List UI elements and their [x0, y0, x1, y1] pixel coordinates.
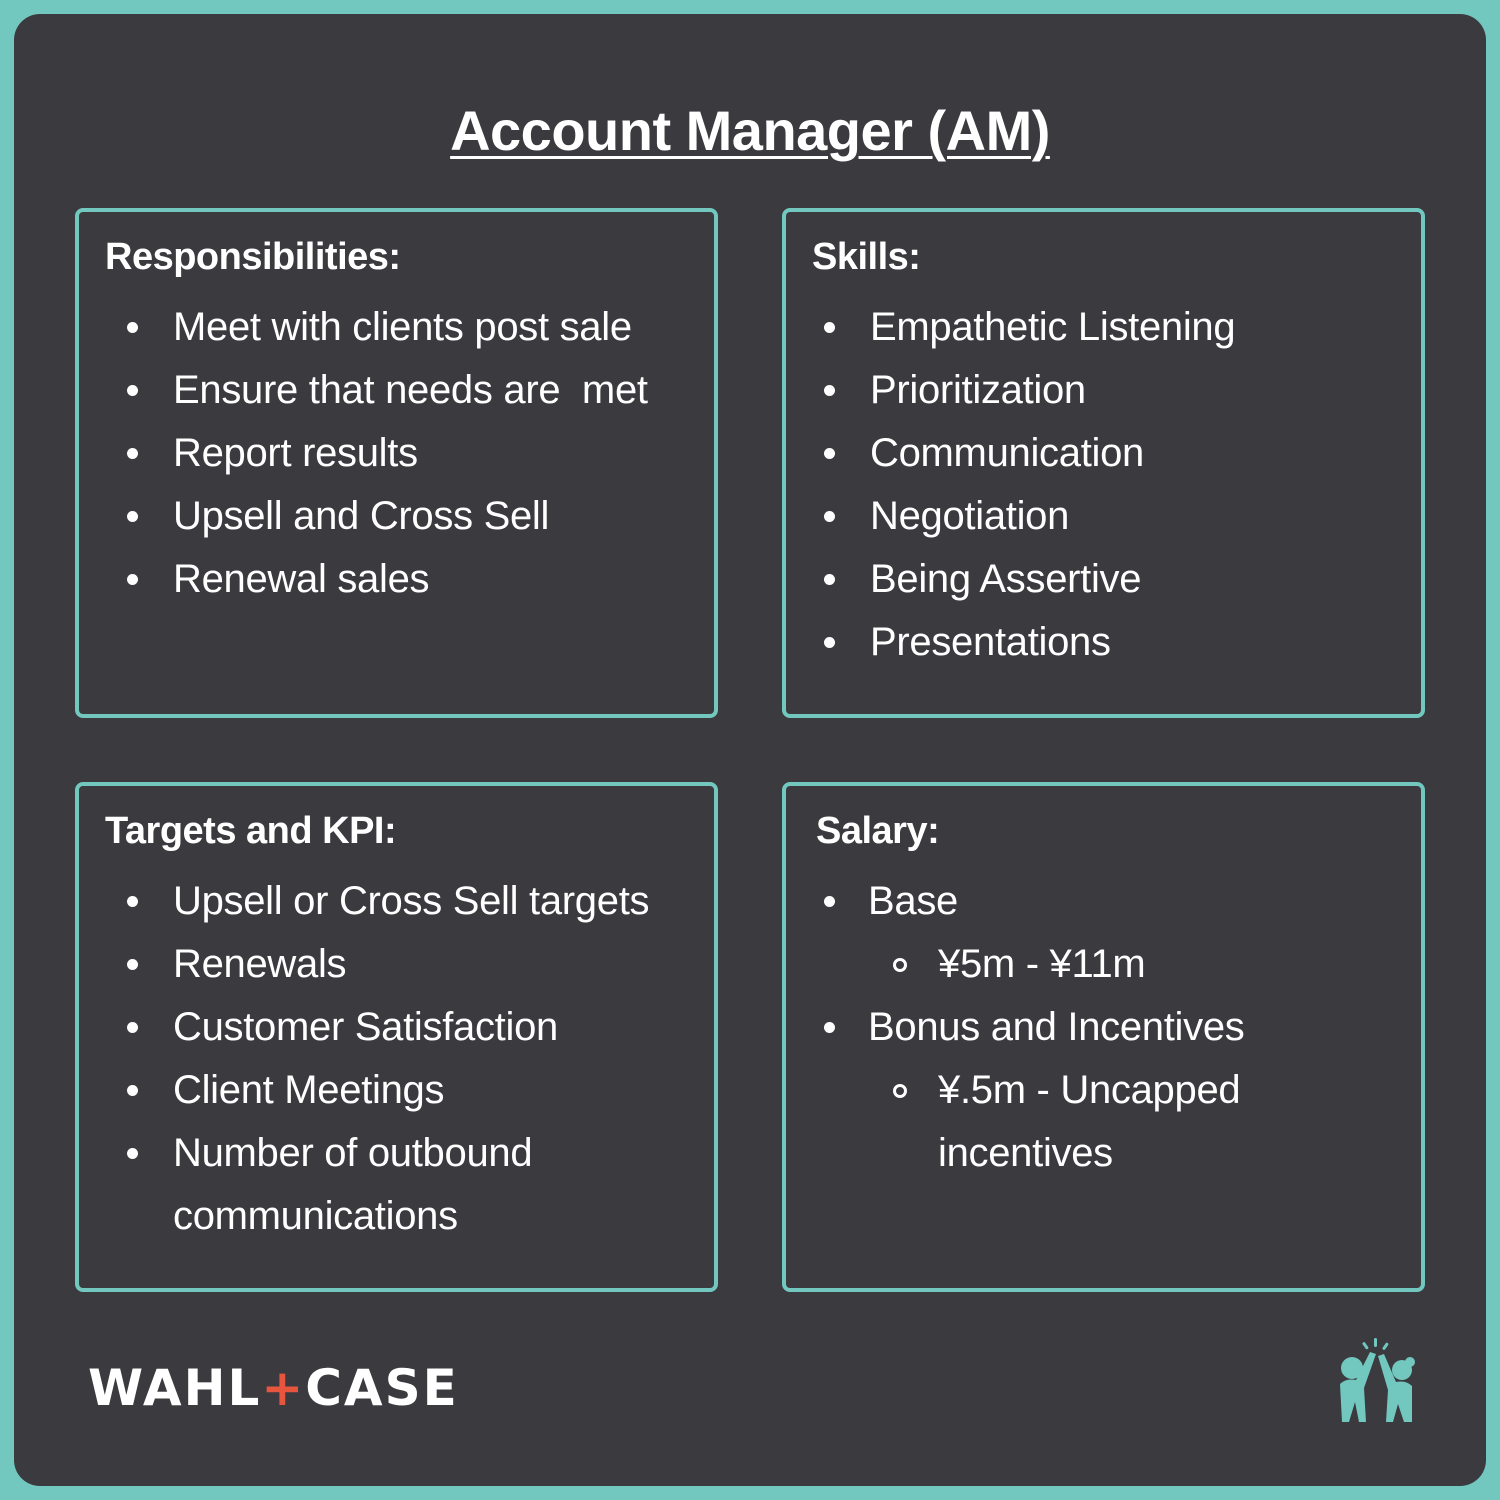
bullet-icon	[824, 637, 835, 648]
responsibilities-card: Responsibilities: Meet with clients post…	[75, 208, 718, 718]
bullet-icon	[127, 896, 138, 907]
targets-kpi-card: Targets and KPI: Upsell or Cross Sell ta…	[75, 782, 718, 1292]
bullet-icon	[824, 448, 835, 459]
targets-kpi-heading: Targets and KPI:	[105, 810, 397, 852]
bullet-icon	[127, 511, 138, 522]
bullet-icon	[127, 1085, 138, 1096]
bullet-icon	[127, 322, 138, 333]
bullet-icon	[127, 385, 138, 396]
responsibilities-heading: Responsibilities:	[105, 236, 401, 278]
bullet-icon	[824, 385, 835, 396]
salary-heading: Salary:	[816, 810, 940, 852]
salary-card: Salary: Base ¥5m - ¥11m Bonus and Incent…	[782, 782, 1425, 1292]
skills-card: Skills: Empathetic Listening Prioritizat…	[782, 208, 1425, 718]
bullet-icon	[127, 1148, 138, 1159]
hollow-bullet-icon	[893, 958, 907, 972]
bullet-icon	[127, 448, 138, 459]
bullet-icon	[824, 322, 835, 333]
bullet-icon	[127, 574, 138, 585]
skills-heading: Skills:	[812, 236, 921, 278]
bullet-icon	[127, 1022, 138, 1033]
bullet-icon	[824, 574, 835, 585]
bullet-icon	[824, 511, 835, 522]
infographic-frame: Account Manager (AM) Responsibilities: M…	[14, 14, 1486, 1486]
high-five-people-icon	[1340, 1338, 1415, 1422]
hollow-bullet-icon	[893, 1084, 907, 1098]
wahl-case-logo: WAHL+CASE	[88, 1359, 459, 1417]
bullet-icon	[824, 896, 835, 907]
page-title: Account Manager (AM)	[450, 99, 1050, 162]
bullet-icon	[824, 1022, 835, 1033]
bullet-icon	[127, 959, 138, 970]
